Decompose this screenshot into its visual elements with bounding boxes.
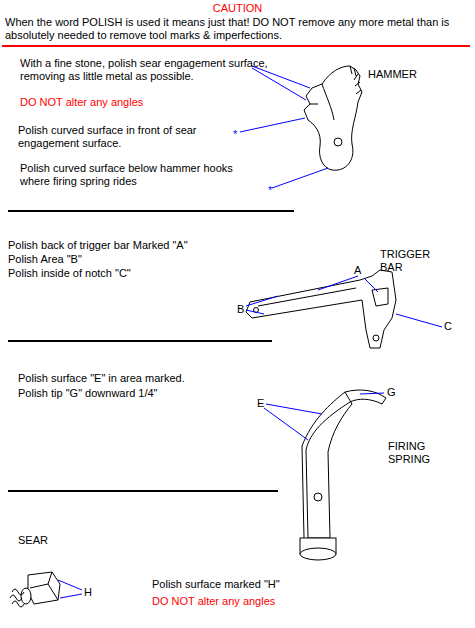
leader-line	[240, 66, 328, 188]
callout-letter: E	[257, 397, 264, 410]
caution-heading: CAUTION	[0, 2, 475, 15]
callout-letter: H	[84, 586, 92, 599]
asterisk-mark: *	[233, 128, 237, 141]
part-name: FIRING SPRING	[388, 440, 444, 466]
part-name: SEAR	[18, 534, 48, 547]
separator-rule	[8, 490, 278, 492]
asterisk-mark: *	[268, 184, 272, 197]
callout-letter: G	[387, 386, 396, 399]
part-name: HAMMER	[368, 68, 417, 81]
warning-note: DO NOT alter any angles	[152, 595, 275, 608]
caution-note: When the word POLISH is used it means ju…	[5, 16, 471, 42]
instruction-note: Polish curved surface in front of sear e…	[18, 124, 243, 150]
leader-line	[264, 393, 384, 440]
caution-rule	[2, 45, 470, 47]
instruction-note: Polish surface marked "H"	[152, 578, 280, 591]
callout-letter: C	[444, 320, 452, 333]
instruction-note: Polish tip "G" downward 1/4"	[18, 387, 158, 400]
separator-rule	[8, 210, 294, 212]
instruction-note: Polish curved surface below hammer hooks…	[20, 162, 255, 188]
instruction-note: Polish back of trigger bar Marked "A"	[8, 239, 188, 252]
hammer-drawing	[304, 66, 362, 170]
sear-drawing	[10, 572, 60, 607]
part-name: TRIGGER BAR	[380, 248, 436, 274]
instruction-note: With a fine stone, polish sear engagemen…	[20, 57, 270, 83]
firing-spring-drawing	[300, 390, 386, 560]
callout-letter: A	[354, 264, 361, 277]
instruction-note: Polish inside of notch "C"	[8, 267, 131, 280]
instruction-note: Polish Area "B"	[8, 253, 82, 266]
leader-line	[246, 276, 442, 327]
separator-rule	[8, 340, 272, 342]
leader-line	[58, 580, 82, 598]
trigger-bar-drawing	[246, 270, 396, 348]
instruction-note: Polish surface "E" in area marked.	[18, 372, 185, 385]
warning-note: DO NOT alter any angles	[20, 96, 143, 109]
callout-letter: B	[237, 303, 244, 316]
